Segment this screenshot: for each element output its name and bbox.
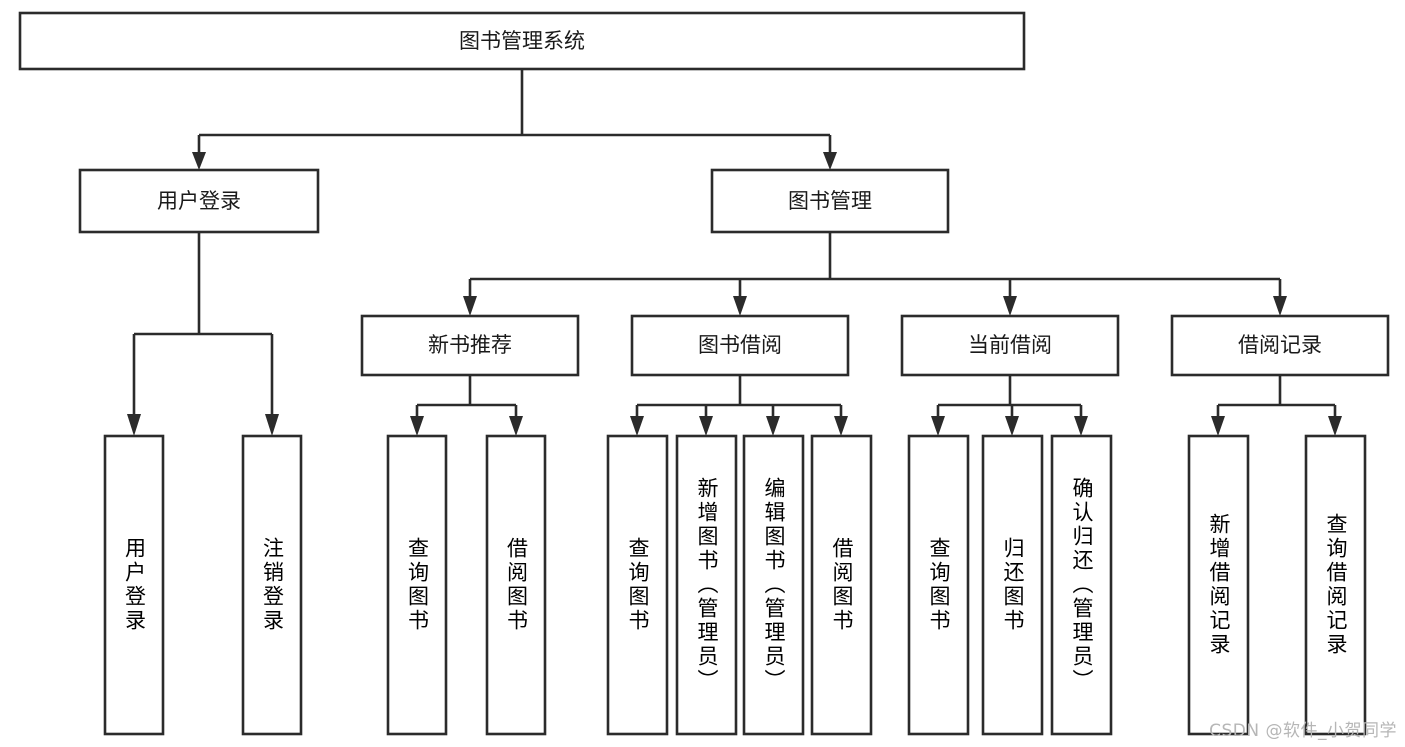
arrow-user-login-2 xyxy=(265,414,279,436)
arrow-book-borrow-2 xyxy=(699,416,713,436)
node-borrow-record[interactable]: 借阅记录 xyxy=(1170,314,1390,377)
node-book-borrow-label: 图书借阅 xyxy=(698,333,782,357)
node-user-login[interactable]: 用户登录 xyxy=(78,168,320,234)
node-borrow-record-label: 借阅记录 xyxy=(1238,333,1322,357)
node-leaf-query-book-1[interactable]: 查询图书 xyxy=(386,434,448,736)
node-leaf-confirm-return-box[interactable] xyxy=(1050,434,1113,736)
node-new-book-rec-label: 新书推荐 xyxy=(428,333,512,357)
node-leaf-logout-label: 注销登录 xyxy=(260,537,285,633)
node-leaf-add-record-label: 新增借阅记录 xyxy=(1207,513,1231,657)
node-leaf-confirm-return[interactable]: 确认归还（管理员） xyxy=(1050,434,1113,736)
node-current-borrow[interactable]: 当前借阅 xyxy=(900,314,1120,377)
arrow-book-borrow-3 xyxy=(766,416,780,436)
node-leaf-user-login[interactable]: 用户登录 xyxy=(103,434,165,736)
arrow-book-borrow-4 xyxy=(834,416,848,436)
arrow-book-manage-1 xyxy=(463,296,477,316)
node-leaf-query-record-box[interactable] xyxy=(1304,434,1367,736)
node-leaf-edit-book[interactable]: 编辑图书（管理员） xyxy=(742,434,805,736)
leaf-nodes: 用户登录 注销登录 查询图书 xyxy=(103,434,1367,736)
node-book-manage-label: 图书管理 xyxy=(788,189,872,213)
node-borrow-record-box[interactable] xyxy=(1170,314,1390,377)
node-leaf-query-book-3[interactable]: 查询图书 xyxy=(907,434,970,736)
node-leaf-query-book-3-box[interactable] xyxy=(907,434,970,736)
arrow-root-to-user-login xyxy=(192,152,206,170)
node-current-borrow-label: 当前借阅 xyxy=(968,333,1052,357)
node-leaf-borrow-book-2[interactable]: 借阅图书 xyxy=(810,434,873,736)
node-leaf-return-book-label: 归还图书 xyxy=(1001,537,1025,633)
arrow-current-borrow-3 xyxy=(1074,416,1088,436)
node-current-borrow-box[interactable] xyxy=(900,314,1120,377)
arrow-new-book-rec-2 xyxy=(509,416,523,436)
node-root-box[interactable] xyxy=(18,11,1026,71)
node-leaf-add-record[interactable]: 新增借阅记录 xyxy=(1187,434,1250,736)
node-leaf-edit-book-box[interactable] xyxy=(742,434,805,736)
arrow-borrow-record-1 xyxy=(1211,416,1225,436)
arrow-root-to-book-manage xyxy=(823,152,837,170)
node-leaf-borrow-book-2-box[interactable] xyxy=(810,434,873,736)
arrow-book-manage-3 xyxy=(1003,296,1017,316)
node-book-borrow[interactable]: 图书借阅 xyxy=(630,314,850,377)
node-leaf-query-book-2-label: 查询图书 xyxy=(626,537,650,633)
node-new-book-rec-box[interactable] xyxy=(360,314,580,377)
node-leaf-logout[interactable]: 注销登录 xyxy=(241,434,303,736)
node-root-label: 图书管理系统 xyxy=(459,29,585,53)
node-leaf-add-book[interactable]: 新增图书（管理员） xyxy=(675,434,738,736)
node-leaf-edit-book-label: 编辑图书（管理员） xyxy=(762,477,786,693)
node-leaf-query-book-2-box[interactable] xyxy=(606,434,669,736)
node-leaf-user-login-label: 用户登录 xyxy=(122,537,147,633)
node-user-login-box[interactable] xyxy=(78,168,320,234)
node-leaf-add-record-box[interactable] xyxy=(1187,434,1250,736)
arrow-new-book-rec-1 xyxy=(410,416,424,436)
node-leaf-user-login-box[interactable] xyxy=(103,434,165,736)
node-new-book-rec[interactable]: 新书推荐 xyxy=(360,314,580,377)
node-leaf-query-book-2[interactable]: 查询图书 xyxy=(606,434,669,736)
node-leaf-query-record[interactable]: 查询借阅记录 xyxy=(1304,434,1367,736)
node-leaf-return-book[interactable]: 归还图书 xyxy=(981,434,1044,736)
arrow-borrow-record-2 xyxy=(1328,416,1342,436)
node-root[interactable]: 图书管理系统 xyxy=(18,11,1026,71)
node-leaf-return-book-box[interactable] xyxy=(981,434,1044,736)
node-leaf-borrow-book-1-box[interactable] xyxy=(485,434,547,736)
arrow-user-login-1 xyxy=(127,414,141,436)
arrow-book-borrow-1 xyxy=(630,416,644,436)
node-leaf-logout-box[interactable] xyxy=(241,434,303,736)
connectors xyxy=(127,69,1342,436)
node-leaf-query-book-1-box[interactable] xyxy=(386,434,448,736)
node-leaf-borrow-book-1-label: 借阅图书 xyxy=(504,537,529,633)
node-book-manage-box[interactable] xyxy=(710,168,950,234)
node-leaf-query-book-3-label: 查询图书 xyxy=(927,537,951,633)
arrow-current-borrow-1 xyxy=(931,416,945,436)
node-book-borrow-box[interactable] xyxy=(630,314,850,377)
node-leaf-borrow-book-2-label: 借阅图书 xyxy=(830,537,854,633)
node-leaf-confirm-return-label: 确认归还（管理员） xyxy=(1070,477,1094,693)
node-user-login-label: 用户登录 xyxy=(157,189,241,213)
node-leaf-add-book-label: 新增图书（管理员） xyxy=(695,477,719,693)
arrow-book-manage-4 xyxy=(1273,296,1287,316)
node-leaf-query-book-1-label: 查询图书 xyxy=(405,537,430,633)
node-leaf-add-book-box[interactable] xyxy=(675,434,738,736)
node-book-manage[interactable]: 图书管理 xyxy=(710,168,950,234)
arrow-book-manage-2 xyxy=(733,296,747,316)
node-leaf-borrow-book-1[interactable]: 借阅图书 xyxy=(485,434,547,736)
node-leaf-query-record-label: 查询借阅记录 xyxy=(1324,513,1348,657)
arrow-current-borrow-2 xyxy=(1005,416,1019,436)
